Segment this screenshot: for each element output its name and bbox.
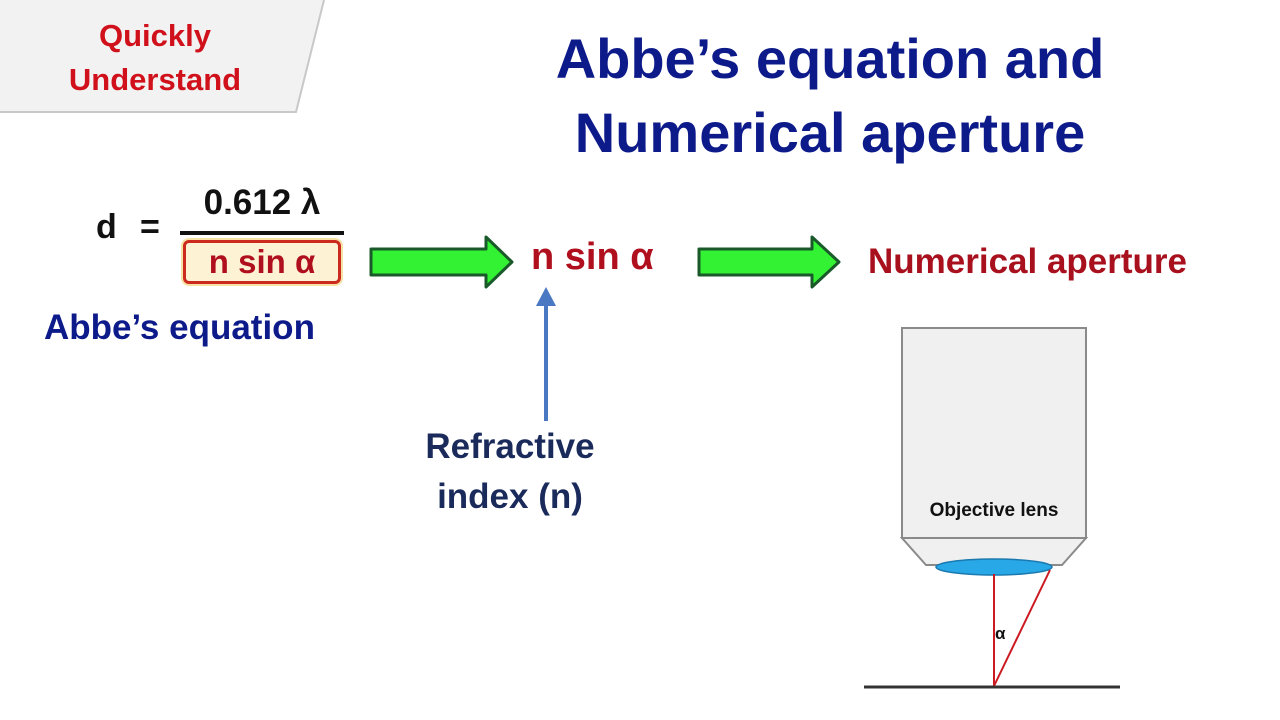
badge-line-1: Quickly bbox=[99, 18, 211, 53]
n-sin-alpha-expression: n sin α bbox=[531, 236, 654, 278]
objective-lens-nose bbox=[899, 537, 1089, 566]
marginal-ray-line bbox=[993, 569, 1051, 687]
title-line-1: Abbe’s equation and bbox=[555, 27, 1105, 90]
fraction-bar bbox=[180, 231, 344, 235]
equation-denominator-highlight: n sin α bbox=[183, 240, 341, 284]
quickly-understand-badge: Quickly Understand bbox=[40, 14, 270, 102]
title-line-2: Numerical aperture bbox=[574, 101, 1086, 164]
refractive-line-1: Refractive bbox=[425, 427, 595, 466]
badge-background bbox=[0, 0, 325, 113]
equation-numerator: 0.612 λ bbox=[203, 183, 321, 222]
alpha-angle-label: α bbox=[995, 624, 1006, 643]
numerical-aperture-label: Numerical aperture bbox=[868, 242, 1188, 281]
equation-equals: = bbox=[140, 208, 160, 246]
green-arrow-right-1 bbox=[369, 235, 514, 289]
equation-lhs: d bbox=[96, 208, 117, 246]
green-arrow-right-2 bbox=[697, 235, 841, 289]
page-title: Abbe’s equation and Numerical aperture bbox=[470, 22, 1190, 170]
refractive-index-label: Refractive index (n) bbox=[400, 422, 620, 522]
badge-line-2: Understand bbox=[68, 62, 242, 97]
objective-lens-body bbox=[901, 327, 1087, 539]
up-arrow bbox=[536, 287, 556, 421]
objective-lens-label: Objective lens bbox=[929, 500, 1059, 521]
lens-element bbox=[935, 558, 1053, 576]
abbe-equation-label: Abbe’s equation bbox=[44, 308, 315, 347]
refractive-line-2: index (n) bbox=[437, 477, 583, 516]
